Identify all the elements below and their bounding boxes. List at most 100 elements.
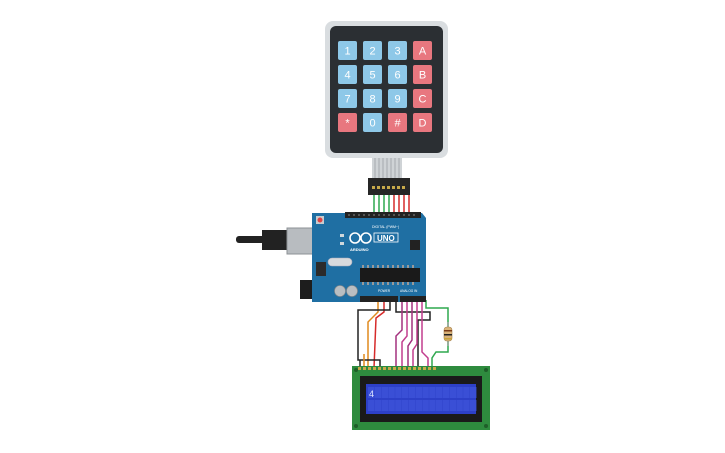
digital-label: DIGITAL (PWM~): [372, 225, 399, 229]
wire-lcd-d5[interactable]: [401, 300, 408, 368]
lcd-mount-hole-bl: [354, 424, 358, 428]
wire-lcd-gnd[interactable]: [373, 302, 385, 369]
led-l: [340, 242, 344, 245]
wire-lcd-rs[interactable]: [395, 302, 431, 368]
icsp-header: [410, 240, 420, 250]
key-label: D: [419, 118, 427, 130]
key-b[interactable]: B: [413, 65, 432, 84]
lcd-cell: [456, 400, 463, 411]
key-label: *: [345, 118, 350, 130]
lcd-cell: [402, 387, 409, 398]
lcd-cell: [442, 387, 450, 398]
crystal: [327, 257, 353, 267]
key-star[interactable]: *: [338, 113, 357, 132]
lcd-cell: [415, 387, 422, 398]
key-label: B: [419, 70, 426, 82]
lcd-text: 4: [369, 389, 374, 399]
wire-lcd-d6[interactable]: [407, 300, 413, 368]
power-header: [360, 296, 398, 302]
key-4[interactable]: 4: [338, 65, 357, 84]
resistor[interactable]: [443, 322, 453, 346]
lcd-cell: [368, 387, 375, 398]
lcd-cell: [395, 387, 402, 398]
keypad-connector-pins: [372, 186, 405, 189]
lcd-cell: [470, 387, 477, 398]
key-7[interactable]: 7: [338, 89, 357, 108]
model-text: UNO: [377, 234, 395, 243]
lcd-cell: [470, 400, 477, 411]
keypad-ribbon-traces: [374, 158, 400, 178]
key-label: 9: [394, 94, 400, 106]
arduino-uno: DIGITAL (PWM~) ARDUINO UNO: [236, 212, 426, 302]
key-label: 7: [344, 94, 350, 106]
usb-cable[interactable]: [236, 236, 266, 243]
key-3[interactable]: 3: [388, 41, 407, 60]
lcd-mount-hole-tr: [484, 368, 488, 372]
lcd-cell: [395, 400, 402, 411]
analog-header: [400, 296, 426, 302]
lcd-cell: [449, 387, 456, 398]
lcd-cell: [456, 387, 463, 398]
logo-text: ARDUINO: [350, 247, 369, 252]
lcd-cell: [374, 400, 382, 411]
wire-lcd-vdd[interactable]: [357, 302, 391, 368]
lcd-cell: [436, 400, 443, 411]
wire-lcd-en[interactable]: [421, 300, 429, 368]
key-1[interactable]: 1: [338, 41, 357, 60]
lcd-cell: [408, 387, 416, 398]
power-label: POWER: [378, 289, 391, 293]
key-d[interactable]: D: [413, 113, 432, 132]
wire-lcd-backlight[interactable]: [425, 300, 449, 368]
key-6[interactable]: 6: [388, 65, 407, 84]
lcd-pin-header: [358, 367, 436, 370]
lcd-cell: [388, 387, 395, 398]
key-5[interactable]: 5: [363, 65, 382, 84]
arduino-logo: ARDUINO: [349, 232, 372, 252]
lcd-cell: [436, 387, 443, 398]
lcd-cell: [388, 400, 395, 411]
digital-header-pins: [348, 214, 415, 216]
wire-lcd-vss[interactable]: [367, 302, 379, 368]
key-2[interactable]: 2: [363, 41, 382, 60]
capacitor-1: [334, 285, 346, 297]
key-label: 4: [344, 70, 350, 82]
key-label: 3: [394, 46, 400, 58]
wire-lcd-d7[interactable]: [412, 300, 418, 368]
key-8[interactable]: 8: [363, 89, 382, 108]
key-a[interactable]: A: [413, 41, 432, 60]
lcd-cell: [463, 400, 470, 411]
wire-lcd-d4[interactable]: [395, 300, 403, 368]
lcd-cell: [381, 400, 388, 411]
lcd-cell: [415, 400, 422, 411]
lcd-cell: [429, 400, 436, 411]
atmega-chip: [360, 268, 420, 282]
chip-pins: [362, 265, 414, 285]
key-9[interactable]: 9: [388, 89, 407, 108]
lcd-cell: [422, 400, 429, 411]
wires: [357, 195, 449, 369]
capacitor-2: [346, 285, 358, 297]
lcd-cell: [381, 387, 388, 398]
key-label: #: [394, 118, 401, 130]
lcd-16x2: 4: [352, 366, 490, 430]
lcd-cell: [402, 400, 409, 411]
key-label: A: [419, 46, 427, 58]
reset-button-cap[interactable]: [317, 217, 323, 223]
key-hash[interactable]: #: [388, 113, 407, 132]
usb-plug[interactable]: [262, 230, 288, 250]
lcd-cell: [374, 387, 382, 398]
lcd-cell: [408, 400, 416, 411]
key-0[interactable]: 0: [363, 113, 382, 132]
lcd-mount-hole-br: [484, 424, 488, 428]
lcd-cell: [368, 400, 375, 411]
key-label: 0: [369, 118, 375, 130]
key-label: 6: [394, 70, 400, 82]
lcd-cell: [449, 400, 456, 411]
lcd-cell: [422, 387, 429, 398]
lcd-cells: [368, 387, 477, 411]
lcd-cell: [463, 387, 470, 398]
uno-badge: UNO: [373, 232, 399, 243]
key-c[interactable]: C: [413, 89, 432, 108]
key-label: 2: [369, 46, 375, 58]
